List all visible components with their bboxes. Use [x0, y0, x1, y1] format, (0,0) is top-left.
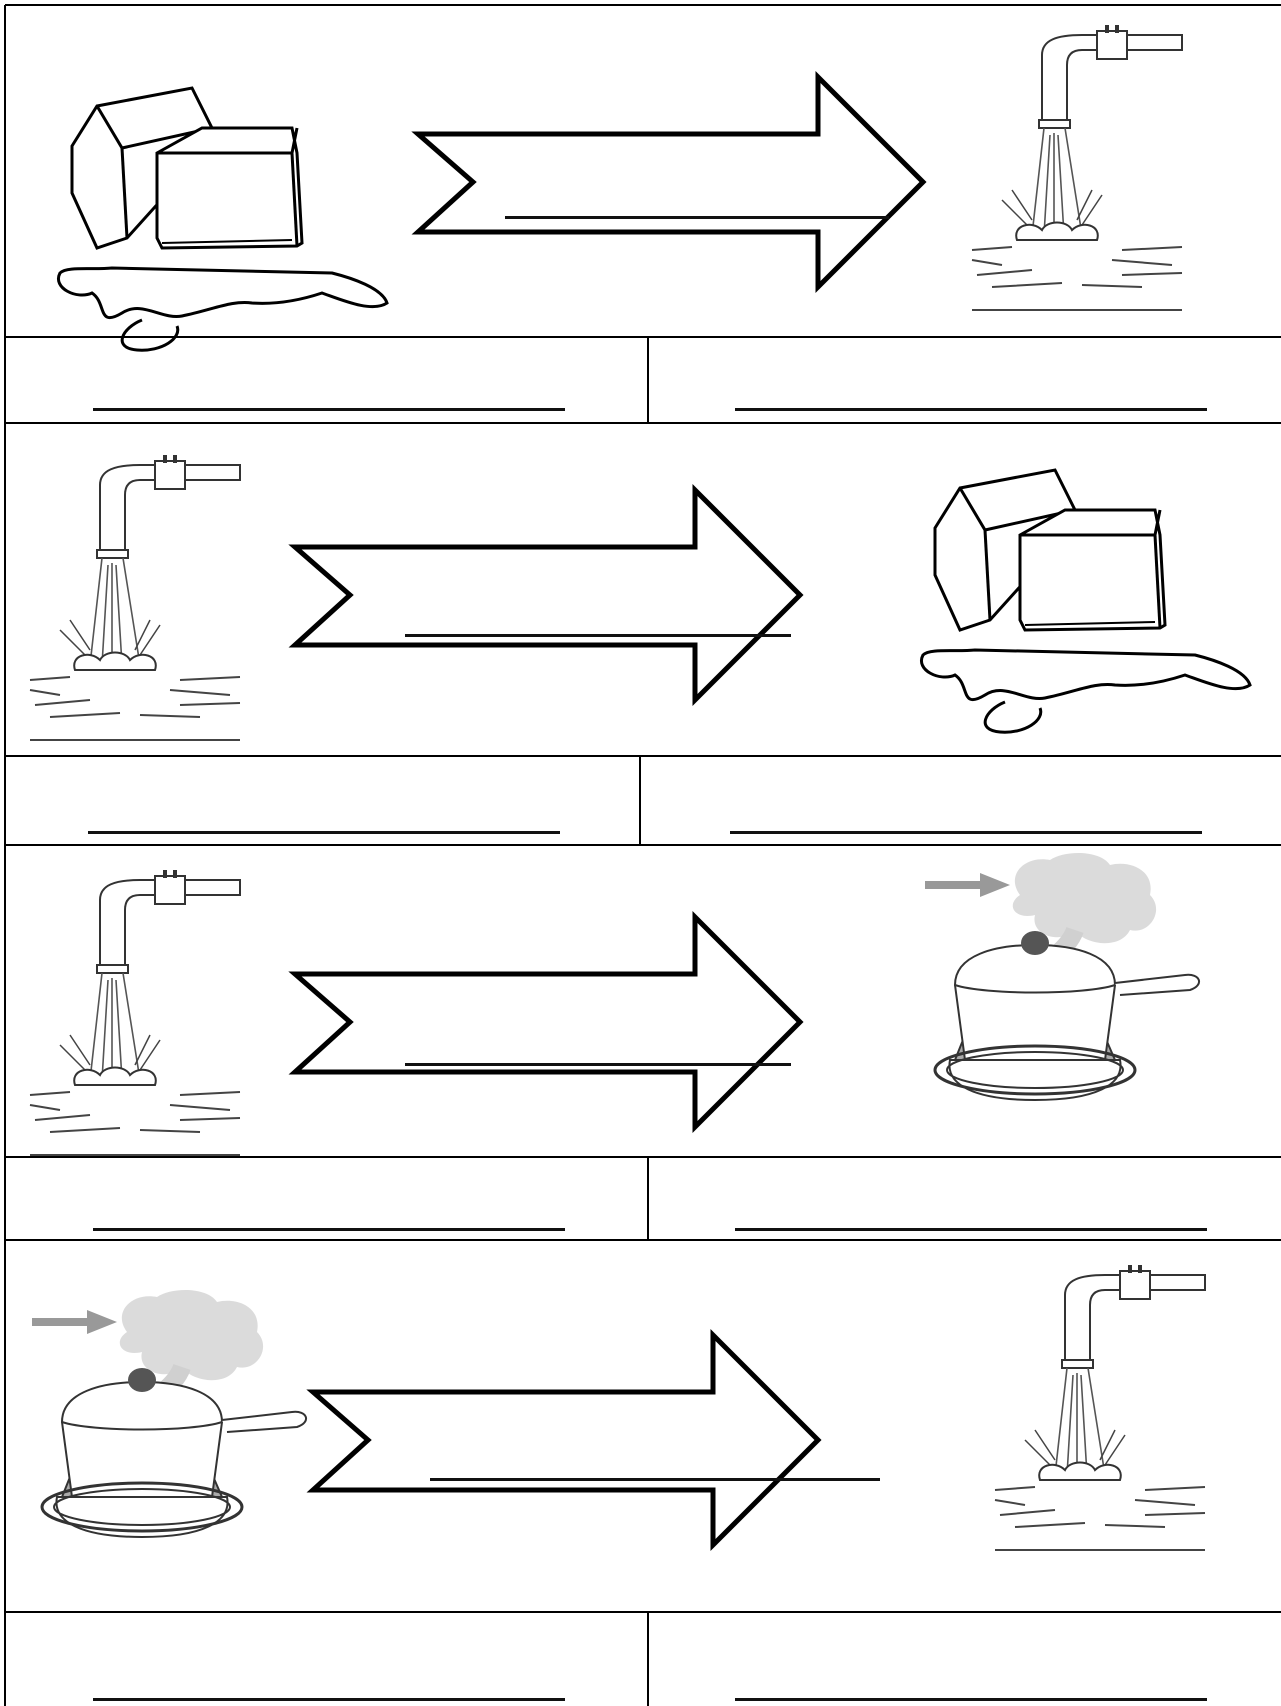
answer-right-3[interactable]: [735, 1200, 1207, 1231]
arrow-blank-3[interactable]: [405, 1035, 791, 1066]
row-2: [29, 454, 1252, 741]
answer-left-4[interactable]: [93, 1670, 565, 1701]
arrow-blank-2[interactable]: [405, 606, 791, 637]
answer-right-1[interactable]: [735, 380, 1207, 411]
water-tap-icon: [29, 454, 241, 741]
answer-left-2[interactable]: [88, 803, 560, 834]
steaming-pot-icon: [32, 1290, 306, 1537]
ice-cubes-icon: [919, 468, 1252, 734]
right-arrow-icon: [295, 490, 800, 700]
answer-right-2[interactable]: [730, 803, 1202, 834]
water-tap-icon: [994, 1264, 1206, 1551]
answer-right-4[interactable]: [735, 1670, 1207, 1701]
water-tap-icon: [971, 24, 1183, 311]
water-tap-icon: [29, 869, 241, 1156]
arrow-blank-4[interactable]: [430, 1450, 880, 1481]
answer-left-1[interactable]: [93, 380, 565, 411]
right-arrow-icon: [295, 917, 800, 1127]
steaming-pot-icon: [925, 853, 1199, 1100]
ice-cubes-icon: [56, 86, 389, 352]
right-arrow-icon: [418, 77, 923, 287]
arrow-blank-1[interactable]: [505, 188, 889, 219]
row-3: [29, 853, 1199, 1156]
row-4: [32, 1264, 1206, 1551]
right-arrow-icon: [313, 1335, 818, 1545]
worksheet-grid: [4, 4, 1281, 1706]
answer-left-3[interactable]: [93, 1200, 565, 1231]
